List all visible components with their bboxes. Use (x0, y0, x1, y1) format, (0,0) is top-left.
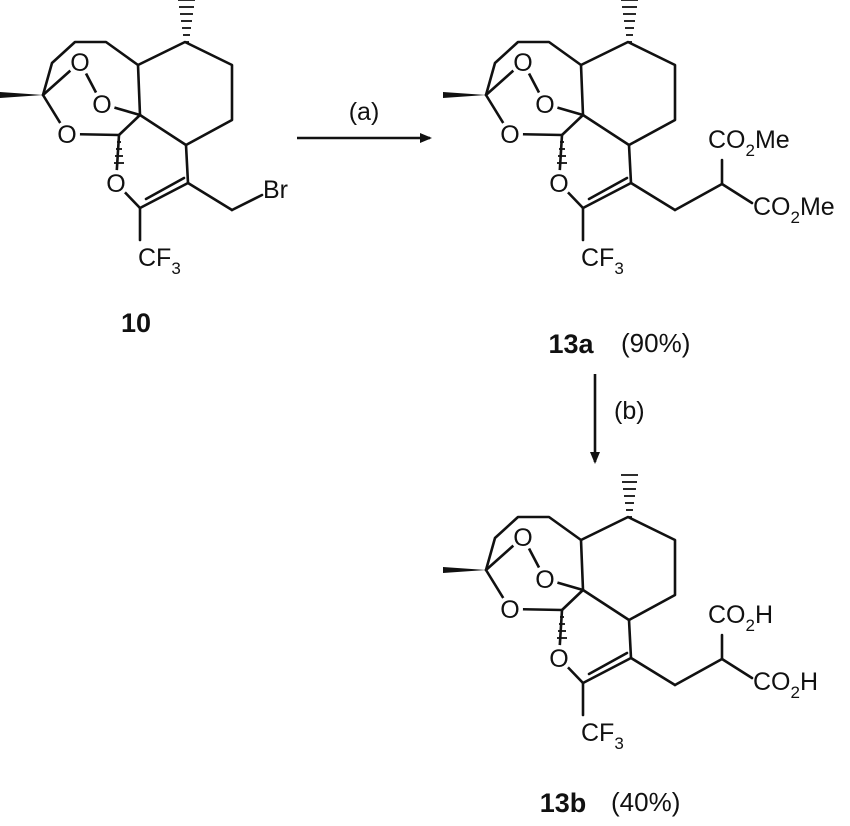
compound-13a-ester-1: CO2Me (708, 126, 790, 160)
compound-13b-oxygen-1: O (513, 524, 532, 552)
compound-13b-label: 13b (540, 788, 587, 818)
step-a-label: (a) (349, 98, 380, 126)
step-b-label: (b) (614, 397, 645, 425)
compound-10-structure: O O O O Br CF3 (0, 0, 288, 278)
compound-13b-cf3: CF3 (581, 719, 624, 753)
compound-13a-oxygen-3: O (500, 121, 519, 149)
compound-13a-cf3: CF3 (581, 244, 624, 278)
compound-13a-oxygen-2: O (535, 91, 554, 119)
compound-10-label: 10 (121, 308, 151, 338)
compound-10-oxygen-3: O (57, 121, 76, 149)
compound-10-oxygen-2: O (92, 91, 111, 119)
compound-13b-structure: O O O O CO2H CO2H CF3 (441, 473, 818, 753)
compound-13a-ester-2: CO2Me (753, 193, 835, 227)
compound-13b-oxygen-4: O (549, 645, 568, 673)
compound-10-oxygen-4: O (106, 170, 125, 198)
compound-13a-oxygen-1: O (513, 49, 532, 77)
compound-13a-structure: O O O O CO2Me CO2Me CF3 (441, 0, 835, 278)
compound-13a-oxygen-4: O (549, 170, 568, 198)
compound-13b-oxygen-3: O (500, 596, 519, 624)
compound-13a-yield: (90%) (621, 328, 690, 358)
compound-10-cf3: CF3 (138, 244, 181, 278)
compound-13a-label: 13a (548, 329, 594, 359)
compound-13b-oxygen-2: O (535, 566, 554, 594)
compound-13b-acid-1: CO2H (708, 601, 773, 635)
compound-13b-yield: (40%) (611, 787, 680, 817)
compound-13b-acid-2: CO2H (753, 668, 818, 702)
compound-10-oxygen-1: O (70, 49, 89, 77)
compound-10-bromine: Br (263, 176, 288, 204)
